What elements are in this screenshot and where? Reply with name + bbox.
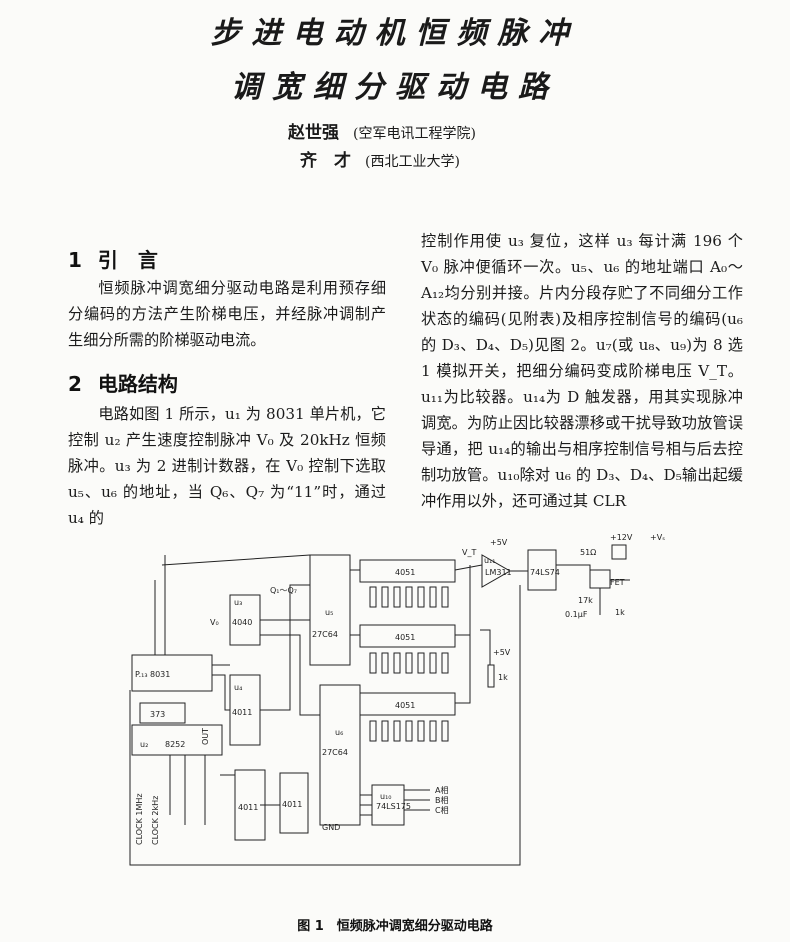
u15-label: 373 — [150, 710, 165, 719]
r3-label: 1k — [615, 608, 625, 617]
vplus5-label-2: +5V — [493, 648, 511, 657]
resistor-ladder-1 — [369, 586, 449, 608]
u9-label: 4051 — [395, 701, 415, 710]
section-heading-intro: 1 引 言 — [68, 244, 158, 273]
section-title: 电路结构 — [97, 372, 178, 396]
r1-label: 17k — [578, 596, 593, 605]
u5-label: 27C64 — [312, 630, 338, 639]
u2-block — [131, 724, 223, 756]
section-number: 1 — [68, 248, 82, 272]
fet-label: FET — [610, 578, 625, 587]
r2-label: 1k — [498, 673, 508, 682]
resistor-1k — [487, 664, 495, 688]
u6-block — [319, 684, 361, 826]
author-affiliation: (西北工业大学) — [365, 154, 460, 170]
right-column-paragraph: 控制作用使 u₃ 复位，这样 u₃ 每计满 196 个 V₀ 脉冲便循环一次。u… — [421, 232, 743, 510]
u13-label: 4011 — [282, 800, 302, 809]
gnd-label: GND — [322, 823, 340, 832]
author-affiliation: (空军电讯工程学院) — [353, 126, 476, 142]
circuit-paragraph: 电路如图 1 所示，u₁ 为 8031 单片机，它控制 u₂ 产生速度控制脉冲 … — [68, 405, 386, 527]
u14-label: 74LS74 — [530, 568, 560, 577]
u4-label: 4011 — [232, 708, 252, 717]
vo-label: V₀ — [210, 618, 219, 627]
section-title: 引 言 — [97, 248, 158, 272]
phase-a-label: A相 — [435, 785, 448, 795]
u8-label: 4051 — [395, 633, 415, 642]
u1-label: 8031 — [150, 670, 170, 679]
u11-comparator — [481, 554, 512, 588]
u2-label: 8252 — [165, 740, 185, 749]
vs-label: +Vₛ — [650, 533, 665, 542]
u6-tag: u₆ — [335, 728, 343, 737]
vt-label: V_T — [462, 548, 476, 557]
u14-block — [527, 549, 557, 591]
u7-label: 4051 — [395, 568, 415, 577]
u15-block — [139, 702, 186, 724]
section-number: 2 — [68, 372, 82, 396]
u8-block — [359, 624, 456, 648]
intro-paragraph: 恒频脉冲调宽细分驱动电路是利用预存细分编码的方法产生阶梯电压，并经脉冲调制产生细… — [68, 279, 386, 349]
coil — [611, 544, 627, 560]
phase-c-label: C相 — [435, 805, 449, 815]
fet-block — [589, 569, 611, 589]
u10-tag: u₁₀ — [380, 792, 391, 801]
circuit-diagram: 8031 P.₁₃ 373 8252 u₂ 4040 u₃ 4011 u₄ 27… — [129, 533, 665, 866]
u5-tag: u₅ — [325, 608, 333, 617]
title-line-2: 调宽细分驱动电路 — [231, 70, 559, 105]
u9-block — [359, 692, 456, 716]
section-heading-circuit: 2 电路结构 — [68, 368, 178, 397]
author-name: 齐 才 — [300, 151, 351, 171]
cap-label: 0.1μF — [565, 610, 588, 619]
resistor-ladder-3 — [369, 720, 449, 742]
q-label: Q₁～Q₇ — [270, 586, 297, 595]
u5-block — [309, 554, 351, 666]
u6-label: 27C64 — [322, 748, 348, 757]
author-1: 赵世强 (空军电讯工程学院) — [288, 118, 476, 143]
figure-caption: 图 1 恒频脉冲调宽细分驱动电路 — [297, 919, 493, 934]
u1-block — [131, 654, 213, 692]
clock-1mhz-label: CLOCK 1MHz — [135, 793, 144, 845]
author-name: 赵世强 — [288, 123, 339, 143]
u10-label: 74LS175 — [376, 802, 411, 811]
vplus12-label: +12V — [610, 533, 633, 542]
u11-label: LM311 — [485, 568, 512, 577]
author-2: 齐 才 (西北工业大学) — [300, 146, 460, 171]
u1-port-label: P.₁₃ — [135, 670, 148, 679]
u12-label: 4011 — [238, 803, 258, 812]
resistor-ladder-2 — [369, 652, 449, 674]
r4-label: 51Ω — [580, 548, 596, 557]
clock-2khz-label: CLOCK 2kHz — [151, 796, 160, 845]
u2-tag: u₂ — [140, 740, 148, 749]
u4-tag: u₄ — [234, 683, 242, 692]
u11-tag: u₁₁ — [484, 556, 495, 565]
phase-b-label: B相 — [435, 795, 449, 805]
vplus5-label-1: +5V — [490, 538, 508, 547]
u7-block — [359, 559, 456, 583]
out-label: OUT — [201, 728, 210, 745]
u3-label: 4040 — [232, 618, 252, 627]
title-line-1: 步进电动机恒频脉冲 — [210, 16, 580, 51]
u3-tag: u₃ — [234, 598, 242, 607]
u13-block — [279, 772, 309, 834]
